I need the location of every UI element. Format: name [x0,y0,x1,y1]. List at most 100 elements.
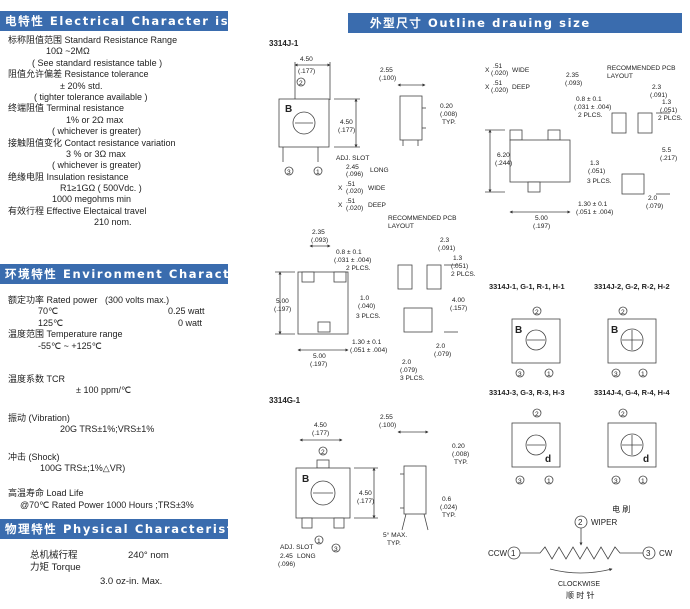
tr-body [509,139,571,183]
variant-2: 3314J-2, G-2, R-2, H-2 2 B 3 1 [594,282,670,378]
spec-line: ( tighter tolerance available ) [34,91,148,102]
pin-1-label: 1 [316,169,320,176]
variant-4-pin-3: 3 [614,478,618,485]
j1-typ-label: TYP. [442,119,456,126]
variant-3-pin-2: 2 [535,411,539,418]
g1-pin-2: 2 [321,449,325,456]
j1-width-dim: 4.50 [300,56,313,63]
j1-wide-val: .51 [346,181,355,188]
load-life-value: @70℃ Rated Power 1000 Hours ;TRS±3% [20,499,194,510]
j1b-08: 0.8 ± 0.1 [336,249,362,256]
svg-text:d: d [643,454,649,465]
variant-2-pin-1: 1 [641,371,645,378]
tcr-label: 温度系数 TCR [8,373,65,384]
cw-label: CW [659,549,673,558]
g1-pin-3: 3 [334,546,338,553]
tr-pcb-20: 2.0 [648,195,657,202]
spec-line: 10Ω ~2MΩ [46,46,90,57]
environment-header: 环境特性 Environment Character istics [0,264,294,284]
tr-235: 2.35 [566,72,579,79]
j1b-w500-in: (.197) [310,361,327,368]
j1-top-view: 3314J-1 4.50 (.177) 2 B 3 1 4.50 (.177) … [269,39,389,212]
j1-thick-in: (.100) [379,75,396,82]
power-row-125: 125℃ 0 watt [8,318,205,329]
spec-line: ( whichever is greater) [52,126,142,137]
temp-range-label: 温度范围 Temperature range [8,329,123,340]
j1-x2: X [338,202,343,209]
variant-2-pin-2: 2 [621,309,625,316]
j1-pcb-20b: 2.0 [402,359,411,366]
variant-1-label: 3314J-1, G-1, R-1, H-1 [489,282,565,291]
j1-deep-val: .51 [346,198,355,205]
tr-plcs3: 3 PLCS. [587,178,612,185]
variant-2-pin-3: 3 [614,371,618,378]
power-temp-70: 70℃ [38,306,59,317]
j1-wide-label: WIDE [368,185,386,192]
outline-drawings: 3314J-1 4.50 (.177) 2 B 3 1 4.50 (.177) … [269,39,683,600]
schematic-pin-1: 1 [511,549,516,558]
j1-pcb-plcs3: 3 PLCS. [400,375,425,382]
j1-pcb-23: 2.3 [440,237,449,244]
tr-08: 0.8 ± 0.1 [576,96,602,103]
g1-width-dim: 4.50 [314,422,327,429]
power-val-125: 0 watt [178,317,203,328]
j1b-10: 1.0 [360,295,369,302]
tcr-value: ± 100 ppm/℃ [76,385,132,396]
variant-1: 3314J-1, G-1, R-1, H-1 2 B 3 1 [489,282,565,378]
tr-pcb-layout: RECOMMENDED PCB LAYOUT 2.3 (.091) 1.3 (.… [607,65,683,210]
power-temp-125: 125℃ [38,317,64,328]
tr-13-in: (.051) [588,168,605,175]
j1-deep-in: (.020) [346,205,363,212]
j1b-235: 2.35 [312,229,325,236]
variant-4-pin-1: 1 [641,478,645,485]
j1-height-in: (.177) [338,127,355,134]
variant-4: 3314J-4, G-4, R-4, H-4 2 d 3 1 [594,388,670,485]
svg-text:B: B [611,325,618,336]
torque-value: 3.0 oz-in. Max. [100,576,163,587]
spec-line: 210 nom. [94,217,132,228]
tr-plcs2: 2 PLCS. [578,112,603,119]
j1-pcb-title2: LAYOUT [388,223,414,230]
j1b-h500: 5.00 [276,298,289,305]
j1-adj-slot: ADJ. SLOT [336,155,369,162]
j1-typ-dim: 0.20 [440,103,453,110]
g1-typ2-in: (.024) [440,504,457,511]
j1-width-in: (.177) [298,68,315,75]
travel-value: 240° nom [128,550,169,561]
spec-line: 1000 megohms min [52,194,132,205]
tr-pcb-title1: RECOMMENDED PCB [607,65,676,72]
j1-bottom-view: 2.35 (.093) 0.8 ± 0.1 (.031 ± .004) 2 PL… [274,229,387,368]
j1b-w500: 5.00 [313,353,326,360]
j1-thick-dim: 2.55 [380,67,393,74]
g1-top-view: 3314G-1 4.50 (.177) 2 B 4.50 (.177) ADJ.… [269,396,378,568]
g1-width-in: (.177) [312,430,329,437]
j1-height-dim: 4.50 [340,119,353,126]
g1-adj-slot: ADJ. SLOT [280,544,313,551]
svg-text:B: B [285,104,292,115]
g1-long-in: (.096) [278,561,295,568]
j1b-130-in: (.051 ± .004) [350,347,387,354]
variant-4-pin-2: 2 [621,411,625,418]
tr-pcb-23-in: (.091) [650,92,667,99]
tr-w500-in: (.197) [533,223,550,230]
variant-4-label: 3314J-4, G-4, R-4, H-4 [594,388,670,397]
spec-line: 阻值允许偏差 Resistance tolerance [8,69,149,80]
g1-thick-dim: 2.55 [380,414,393,421]
tr-pcb-55: 5.5 [662,147,671,154]
spec-line: 终端阻值 Terminal resistance [8,103,125,114]
svg-text:B: B [515,325,522,336]
g1-pin-1: 1 [317,538,321,545]
spec-line: 接触阻值变化 Contact resistance variation [8,137,176,148]
shock-label: 冲击 (Shock) [8,451,60,462]
tr-h620: 6.20 [497,152,510,159]
variant-3-pin-1: 1 [547,478,551,485]
tr-h620-in: (.244) [495,160,512,167]
outline-header: 外型尺寸 Outline drauing size [348,13,682,33]
electrical-header: 电特性 Electrical Character istics [0,11,257,31]
j1-long-in: (.096) [346,171,363,178]
tr-pcb-20-in: (.079) [646,203,663,210]
g1-typ1-dim: 0.20 [452,443,465,450]
j1-pcb-13: 1.3 [453,255,462,262]
tr-pcb-13-in: (.051) [660,107,677,114]
